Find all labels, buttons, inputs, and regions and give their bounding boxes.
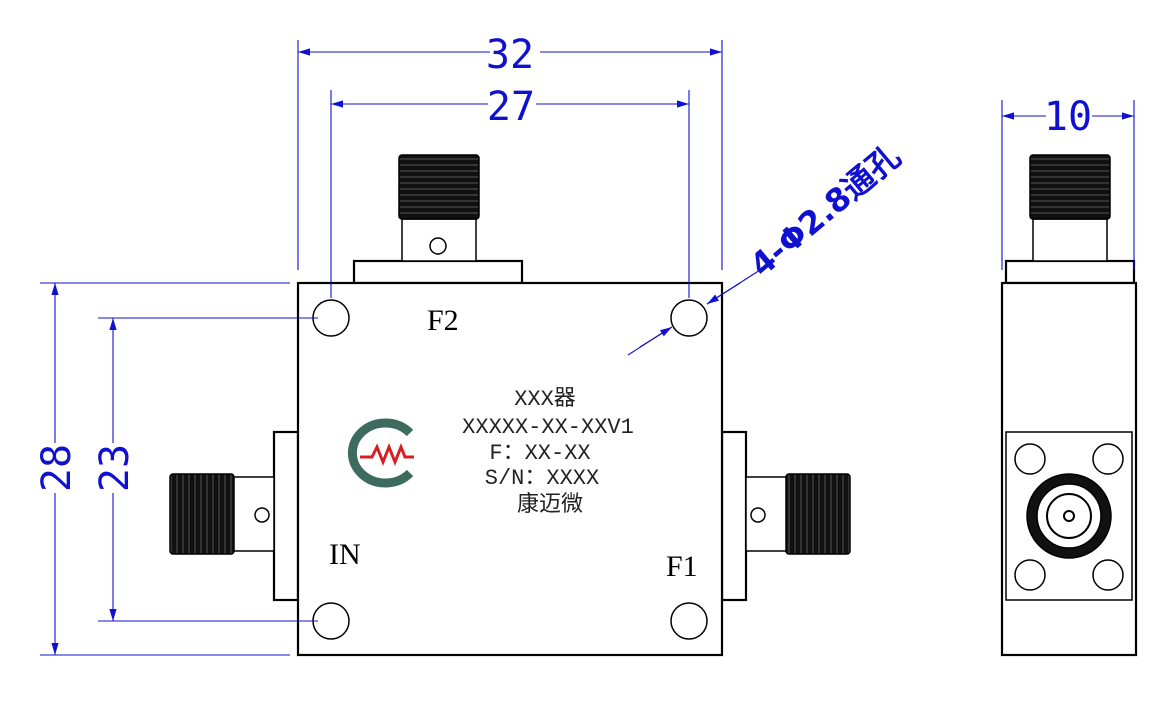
- dim-overall-height: 28: [34, 444, 80, 492]
- nameplate-frequency: F：XX-XX: [489, 441, 590, 466]
- company-logo: [347, 418, 414, 488]
- top-flange: [352, 259, 524, 285]
- dimensions-side: 10: [1001, 94, 1135, 270]
- mount-hole-bottom-right: [670, 602, 708, 640]
- side-connector-thread: [1029, 154, 1111, 220]
- top-connector-thread: [398, 154, 480, 220]
- side-hole-bl: [1014, 559, 1046, 591]
- mount-hole-top-right: [670, 299, 708, 337]
- side-flange: [1004, 259, 1136, 285]
- port-label-f1: F1: [666, 550, 698, 583]
- right-flange: [720, 430, 748, 602]
- nameplate-maker: 康迈微: [517, 492, 583, 518]
- side-hole-tr: [1092, 443, 1124, 475]
- side-hole-tl: [1014, 443, 1046, 475]
- port-label-in: IN: [329, 538, 361, 571]
- left-connector-thread: [169, 473, 235, 555]
- right-connector-pin-hole: [750, 507, 766, 523]
- side-connector-barrel: [1032, 218, 1108, 262]
- mount-hole-top-left: [312, 299, 350, 337]
- left-flange: [272, 430, 300, 602]
- port-label-f2: F2: [427, 304, 459, 337]
- side-connector-pin: [1063, 510, 1075, 522]
- nameplate-product: XXX器: [514, 387, 576, 412]
- dim-hole-spacing-x: 27: [487, 84, 535, 130]
- main-body: [296, 281, 724, 657]
- dim-hole-spacing-y: 23: [92, 444, 138, 492]
- hole-callout: 4-Φ2.8通孔: [743, 137, 908, 284]
- dim-overall-width: 32: [486, 32, 534, 78]
- nameplate: XXX器 XXXXX-XX-XXV1 F：XX-XX S/N：XXXX 康迈微: [462, 387, 634, 518]
- side-hole-br: [1092, 559, 1124, 591]
- right-connector-thread: [785, 473, 851, 555]
- front-view: F2 IN F1 XXX器 XXXXX-XX-XXV1 F：XX-XX S/N：…: [169, 154, 851, 657]
- left-connector-pin-hole: [254, 507, 270, 523]
- dim-side-width: 10: [1044, 94, 1092, 140]
- nameplate-model: XXXXX-XX-XXV1: [462, 415, 634, 440]
- nameplate-serial: S/N：XXXX: [485, 466, 599, 491]
- top-connector-pin-hole: [429, 237, 447, 255]
- side-view: [1000, 154, 1138, 657]
- mount-hole-bottom-left: [312, 602, 350, 640]
